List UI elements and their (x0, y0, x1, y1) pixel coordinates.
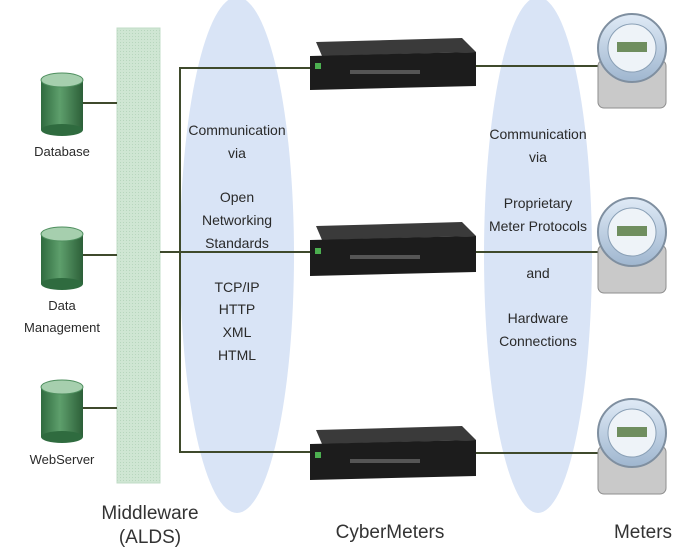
left-communication-zone (180, 0, 294, 513)
cybermeter-device-1 (310, 38, 476, 90)
webserver-icon (40, 379, 84, 443)
left-comm-line3: Open (219, 189, 255, 205)
meter-icon-2 (597, 197, 667, 294)
data-management-label-line1: Data (48, 298, 76, 313)
right-comm-and: and (526, 265, 550, 281)
protocol-xml: XML (222, 324, 252, 340)
right-communication-zone (484, 0, 592, 513)
source-connectors (83, 102, 117, 409)
data-management-label-line2: Management (24, 320, 100, 335)
cybermeters-caption: CyberMeters (335, 522, 445, 543)
right-comm-line6: Hardware (507, 310, 569, 326)
left-comm-line5: Standards (205, 235, 269, 251)
middleware-connectors (160, 67, 310, 453)
middleware-caption-line1: Middleware (101, 503, 199, 524)
left-comm-line4: Networking (201, 212, 273, 228)
webserver-label: WebServer (29, 452, 95, 467)
database-label: Database (34, 144, 90, 159)
middleware-bar (116, 27, 161, 484)
cybermeter-device-3 (310, 426, 476, 480)
right-comm-line3: Proprietary (503, 195, 573, 211)
cybermeter-device-2 (310, 222, 476, 276)
meter-connectors (476, 65, 598, 454)
protocol-http: HTTP (218, 301, 256, 317)
protocol-tcpip: TCP/IP (214, 279, 260, 295)
meters-caption: Meters (613, 522, 673, 543)
middleware-caption-line2: (ALDS) (118, 527, 182, 548)
meter-icon-3 (597, 398, 667, 495)
left-comm-line2: via (228, 145, 246, 161)
protocol-html: HTML (217, 347, 257, 363)
right-comm-line1: Communication (489, 126, 587, 142)
left-comm-line1: Communication (188, 122, 286, 138)
right-comm-line2: via (529, 149, 547, 165)
meter-icon-1 (597, 13, 667, 109)
right-comm-line4: Meter Protocols (488, 218, 588, 234)
database-icon (40, 72, 84, 136)
data-management-icon (40, 226, 84, 290)
right-comm-line7: Connections (499, 333, 577, 349)
